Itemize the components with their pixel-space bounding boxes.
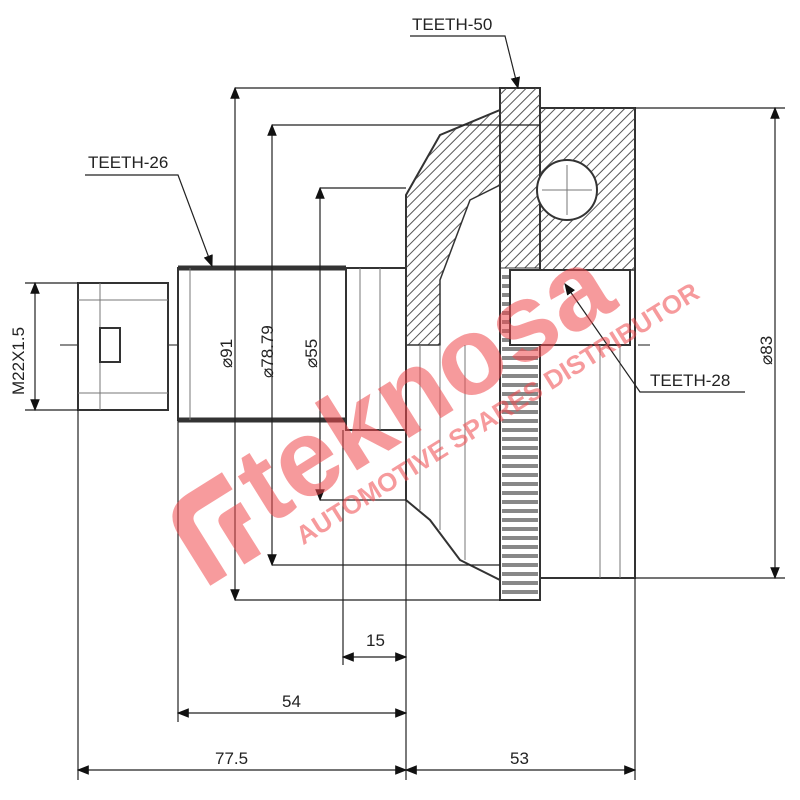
abs-tooth: [502, 383, 538, 387]
abs-tooth: [502, 527, 538, 531]
abs-tooth: [502, 554, 538, 558]
extension-lines: [25, 87, 785, 780]
abs-tooth: [502, 509, 538, 513]
abs-tooth: [502, 437, 538, 441]
abs-tooth: [502, 491, 538, 495]
abs-tooth: [502, 473, 538, 477]
dia-91-label: ⌀91: [217, 339, 236, 368]
dia-78-79-label: ⌀78.79: [258, 325, 277, 378]
thread-label: M22X1.5: [9, 327, 28, 395]
len-77-5-label: 77.5: [215, 749, 248, 768]
abs-tooth: [502, 545, 538, 549]
abs-tooth: [502, 410, 538, 414]
len-15-label: 15: [366, 631, 385, 650]
outer-race: [509, 107, 636, 579]
abs-tooth: [502, 446, 538, 450]
abs-tooth: [502, 482, 538, 486]
dia-55-label: ⌀55: [302, 339, 321, 368]
abs-tooth: [502, 401, 538, 405]
abs-tooth: [502, 518, 538, 522]
abs-tooth: [502, 428, 538, 432]
abs-tooth: [502, 392, 538, 396]
len-53-label: 53: [510, 749, 529, 768]
abs-tooth: [502, 563, 538, 567]
abs-tooth: [502, 365, 538, 369]
threaded-stub: [77, 282, 169, 411]
abs-tooth: [502, 572, 538, 576]
abs-tooth: [502, 590, 538, 594]
teeth-26-label: TEETH-26: [88, 153, 168, 172]
dia-83-label: ⌀83: [757, 336, 776, 365]
abs-tooth: [502, 374, 538, 378]
abs-tooth: [502, 347, 538, 351]
outer-bell: [405, 108, 501, 582]
len-54-label: 54: [282, 692, 301, 711]
abs-tooth: [502, 455, 538, 459]
abs-tooth: [502, 500, 538, 504]
abs-tooth: [502, 536, 538, 540]
teeth-28-label: TEETH-28: [650, 371, 730, 390]
leader-lines: [85, 35, 745, 393]
abs-tooth: [502, 356, 538, 360]
abs-tooth: [502, 464, 538, 468]
teeth-50-label: TEETH-50: [412, 15, 492, 34]
abs-tooth: [502, 581, 538, 585]
abs-tooth: [502, 419, 538, 423]
